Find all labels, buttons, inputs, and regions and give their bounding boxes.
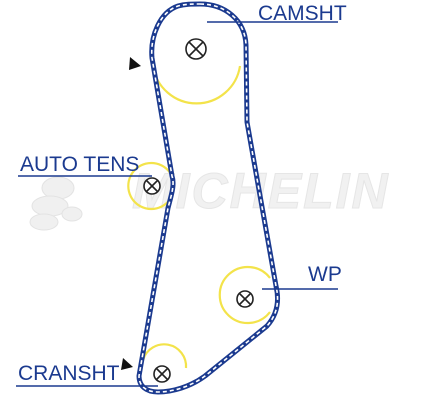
timing-belt-teeth <box>138 3 279 393</box>
water-pump-label: WP <box>308 263 342 286</box>
crankshaft-pulley-arc <box>141 343 188 369</box>
crankshaft-label: CRANSHT <box>18 362 120 385</box>
tensioner-label: AUTO TENS <box>20 153 139 176</box>
crankshaft-direction-arrow <box>121 358 133 370</box>
pulley-arcs <box>127 65 271 369</box>
tensioner-center-icon <box>143 177 161 195</box>
tensioner-pulley-arc <box>127 161 173 211</box>
camshaft-pulley-arc <box>151 65 242 105</box>
tensioner-label-group: AUTO TENS <box>18 153 152 177</box>
camshaft-center-icon <box>185 38 207 60</box>
timing-belt <box>136 1 281 395</box>
camshaft-direction-arrow <box>129 57 141 70</box>
camshaft-label: CAMSHT <box>258 2 347 25</box>
water-pump-label-group: WP <box>262 263 342 290</box>
water-pump-center-icon <box>236 290 254 308</box>
camshaft-label-group: CAMSHT <box>207 2 347 25</box>
crankshaft-label-group: CRANSHT <box>16 362 158 387</box>
crankshaft-center-icon <box>153 365 171 383</box>
water-pump-pulley-arc <box>218 265 271 325</box>
michelin-man-logo <box>29 176 83 231</box>
